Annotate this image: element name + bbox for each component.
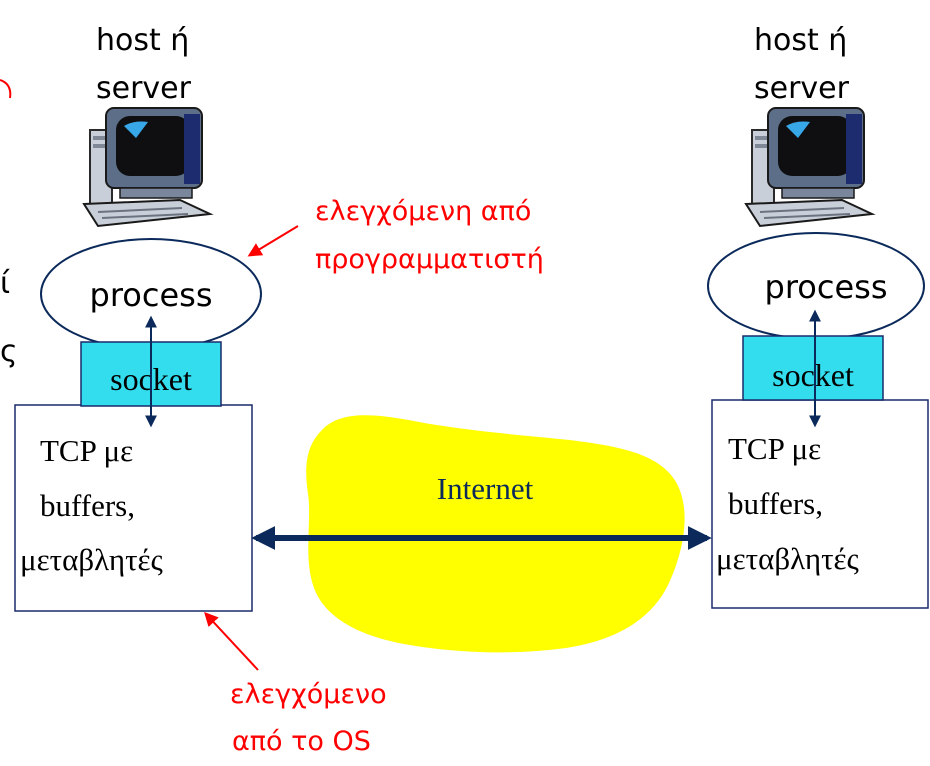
developer-controlled-arrow — [247, 225, 299, 257]
left-process-label: process — [90, 276, 213, 314]
left-tcp-box — [14, 404, 253, 612]
right-tcp-line2: buffers, — [728, 486, 823, 521]
right-tcp-line3: μεταβλητές — [716, 541, 859, 576]
cut-off-text-line2: ς — [0, 334, 18, 369]
internet-label: Internet — [437, 471, 534, 506]
right-tcp-line1: TCP με — [728, 431, 821, 466]
developer-controlled-line2: προγραμματιστή — [315, 244, 544, 275]
os-controlled-line2: από το OS — [232, 726, 371, 757]
right-host-title-line1: host ή — [754, 23, 847, 58]
developer-controlled-line1: ελεγχόμενη από — [315, 196, 531, 227]
left-host-title-line1: host ή — [96, 23, 189, 58]
internet-cloud — [306, 415, 685, 653]
right-tcp-box — [711, 399, 929, 609]
left-tcp-line3: μεταβλητές — [20, 542, 163, 577]
left-tcp-line2: buffers, — [40, 488, 135, 523]
left-host: host ή server process TCP με buffers, με… — [14, 23, 262, 612]
os-controlled-line1: ελεγχόμενο — [230, 679, 387, 710]
os-controlled-arrow — [204, 611, 259, 671]
right-host: host ή server process TCP με buffers, με… — [707, 23, 929, 609]
right-host-title-line2: server — [754, 71, 850, 106]
right-computer-icon — [745, 107, 873, 227]
cut-off-red-arc — [0, 79, 12, 99]
right-socket-label: socket — [772, 357, 854, 393]
right-process-label: process — [765, 268, 888, 306]
left-tcp-line1: TCP με — [40, 433, 133, 468]
left-host-title-line2: server — [96, 71, 192, 106]
left-computer-icon — [83, 107, 211, 227]
cut-off-text-line1: ί — [0, 266, 10, 301]
